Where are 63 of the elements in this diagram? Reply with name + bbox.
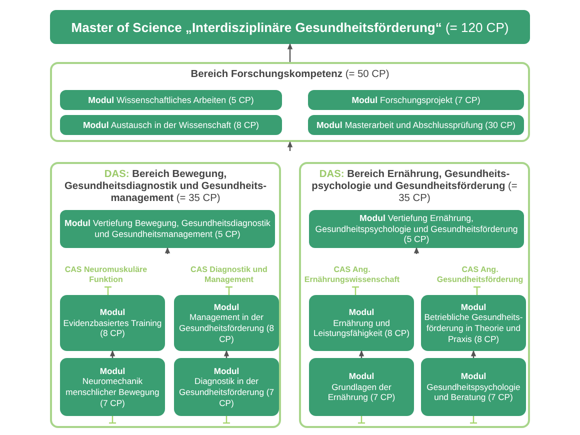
module-description: Neuromechanik menschlicher Bewegung (7 CP) xyxy=(64,376,160,408)
connector-line xyxy=(472,286,482,295)
arrow xyxy=(164,247,170,254)
module-heading: Modul xyxy=(100,366,126,376)
area-panel xyxy=(50,62,530,142)
module-heading: Modul xyxy=(214,302,240,312)
connector-line xyxy=(108,416,117,424)
module-box xyxy=(174,295,279,351)
certificate-label: CAS Ang. Ernährungswissenschaft xyxy=(302,263,402,287)
panel-heading: Bereich Forschungskompetenz (= 50 CP) xyxy=(190,69,390,82)
connector-line xyxy=(104,286,112,295)
module-text: Modul Austausch in der Wissenschaft (8 CP) xyxy=(82,120,259,130)
module-box xyxy=(60,358,165,416)
module-heading: Modul xyxy=(460,370,486,382)
module-box xyxy=(60,90,282,110)
module-box xyxy=(309,295,414,351)
area-panel xyxy=(299,162,530,428)
module-box xyxy=(174,358,279,416)
area-panel xyxy=(50,162,281,428)
arrow xyxy=(287,141,293,151)
module-description: Management in der Gesundheitsförderung (8 CP) xyxy=(178,312,276,344)
module-box xyxy=(309,358,414,416)
certificate-label: CAS Neuromuskuläre Funktion xyxy=(56,263,156,287)
module-box xyxy=(60,295,165,351)
arrow xyxy=(358,350,364,358)
degree-banner: Master of Science „Interdisziplinäre Gesundheitsförderung“ (= 120 CP) xyxy=(50,10,530,44)
arrow xyxy=(414,247,420,254)
module-text: Modul Vertiefung Ernährung, Gesundheitspsychologie und Gesundheitsförderung (5 CP) xyxy=(314,212,519,246)
module-text: Modul Forschungsprojekt (7 CP) xyxy=(352,94,480,106)
module-box xyxy=(308,90,524,110)
module-box xyxy=(308,115,524,135)
connector-line xyxy=(222,416,231,424)
panel-heading: DAS: Bereich Bewegung, Gesundheitsdiagnostik und Gesundheits-management (= 35 CP) xyxy=(63,169,268,206)
module-heading: Modul xyxy=(348,370,374,382)
module-box xyxy=(421,295,526,351)
module-heading: Modul xyxy=(460,302,486,312)
arrow xyxy=(110,350,116,358)
module-box xyxy=(60,115,282,135)
module-description: Gesundheitspsychologie und Beratung (7 CP) xyxy=(426,382,522,404)
module-text: Modul Wissenschaftliches Arbeiten (5 CP) xyxy=(88,94,254,106)
arrow xyxy=(287,43,293,62)
arrow xyxy=(224,350,230,358)
module-description: Betriebliche Gesundheits-förderung in Theorie und Praxis (8 CP) xyxy=(424,312,523,344)
connector-line xyxy=(357,416,366,424)
module-description: Ernährung und Leistungsfähigkeit (8 CP) xyxy=(312,318,410,340)
module-description: Grundlagen der Ernährung (7 CP) xyxy=(326,382,396,404)
module-heading: Modul xyxy=(100,306,126,318)
certificate-label: CAS Diagnostik und Management xyxy=(179,263,279,287)
certificate-label: CAS Ang. Gesundheitsförderung xyxy=(428,263,532,287)
connector-line xyxy=(224,286,234,295)
module-text: Modul Vertiefung Bewegung, Gesundheitsdiagnostik und Gesundheitsmanagement (5 CP) xyxy=(64,218,272,240)
module-description: Diagnostik in der Gesundheitsförderung (7 CP) xyxy=(178,376,276,408)
module-text: Modul Masterarbeit und Abschlussprüfung (30 CP) xyxy=(316,120,516,130)
module-box xyxy=(60,210,275,248)
connector-line xyxy=(469,416,478,424)
panel-heading: DAS: Bereich Ernährung, Gesundheits-psychologie und Gesundheitsförderung (= 35 CP) xyxy=(310,169,518,206)
module-description: Evidenzbasiertes Training (8 CP) xyxy=(63,318,162,340)
module-heading: Modul xyxy=(214,366,240,376)
module-box xyxy=(309,210,524,248)
module-heading: Modul xyxy=(348,306,374,318)
arrow xyxy=(470,350,476,358)
connector-line xyxy=(351,286,360,295)
module-box xyxy=(421,358,526,416)
